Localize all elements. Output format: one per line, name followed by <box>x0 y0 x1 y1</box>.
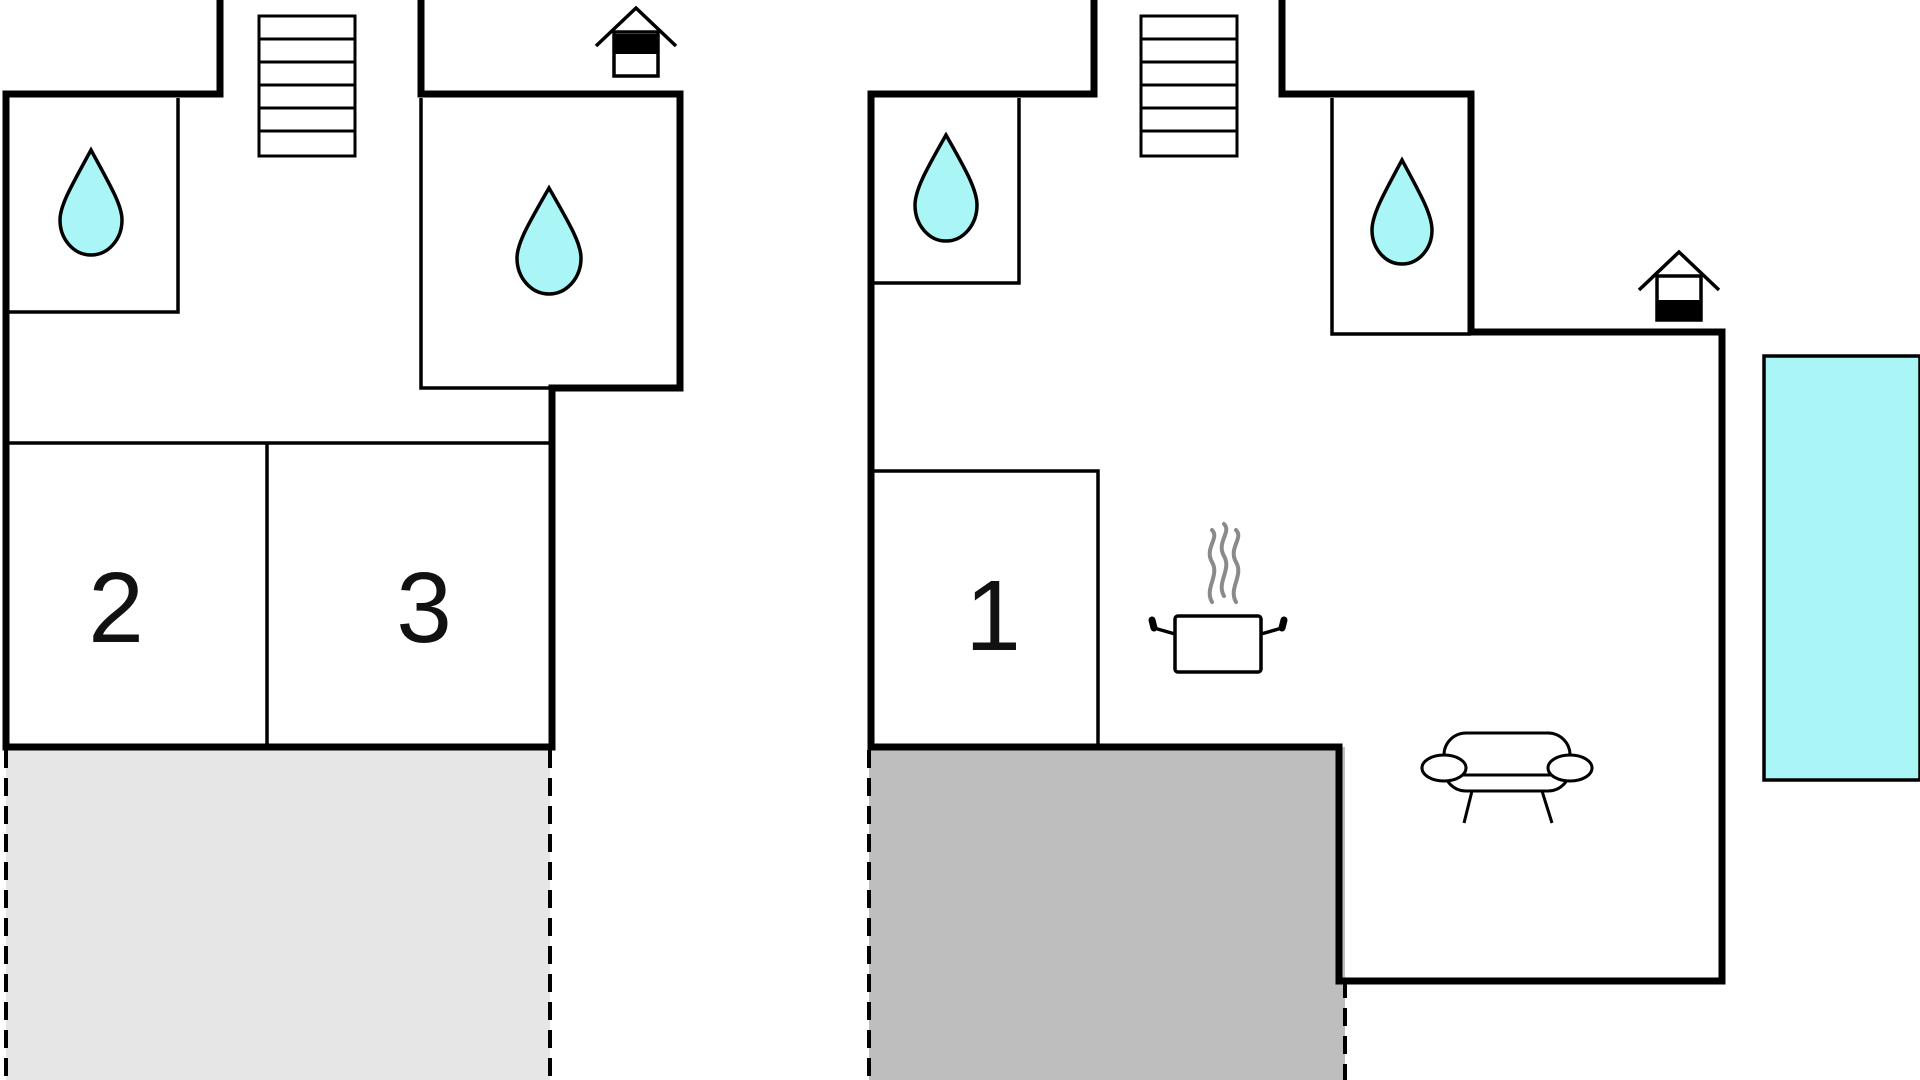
ground-interior-walls <box>871 98 1471 747</box>
room-number-label: 2 <box>88 552 144 664</box>
water-drop-icon <box>913 131 979 243</box>
upper-outer-wall <box>2 0 684 751</box>
ground-floor-plan: 1 <box>867 0 1920 1080</box>
water-drop-icon <box>515 184 583 296</box>
water-drop-icon <box>58 146 124 257</box>
ground-outer-wall <box>867 0 1726 985</box>
swimming-pool <box>1762 354 1920 782</box>
upper-interior-walls <box>6 98 552 747</box>
stairs-icon <box>1139 14 1239 158</box>
cooking-pot-icon <box>1148 522 1288 674</box>
house-entrance-icon <box>594 5 678 78</box>
ground-terrace <box>869 747 1345 1080</box>
sofa-icon <box>1420 731 1594 824</box>
room-number-label: 3 <box>396 552 452 664</box>
stairs-icon <box>257 14 357 158</box>
upper-floor-plan: 2 3 <box>2 0 684 1080</box>
house-entrance-icon <box>1637 249 1721 322</box>
water-drop-icon <box>1370 156 1434 266</box>
upper-terrace <box>6 747 550 1080</box>
room-number-label: 1 <box>965 560 1021 672</box>
